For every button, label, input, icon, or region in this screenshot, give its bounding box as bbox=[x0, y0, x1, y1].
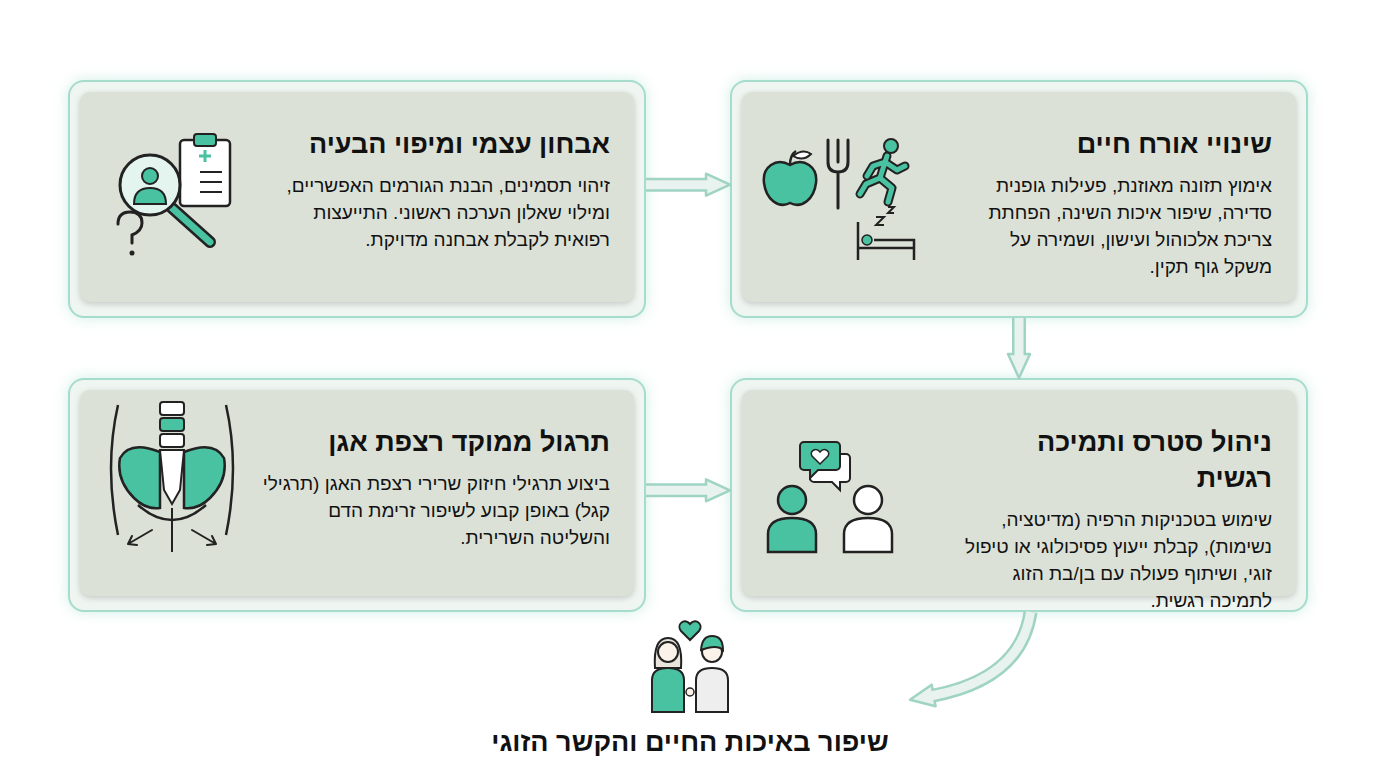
couple-icon-part bbox=[701, 636, 723, 650]
box-body: ביצוע תרגילי חיזוק שרירי רצפת האגן (תרגי… bbox=[260, 470, 610, 551]
support-icon-part bbox=[811, 450, 828, 464]
diagnosis-icon-part bbox=[130, 251, 135, 256]
lifestyle-icon-part bbox=[884, 139, 898, 153]
lifestyle-icon-part bbox=[876, 207, 894, 225]
couple-icon-part bbox=[679, 621, 700, 640]
lifestyle-icon-part bbox=[793, 151, 811, 158]
flow-arrow bbox=[910, 612, 1031, 706]
diagnosis-icon-part bbox=[172, 208, 210, 242]
support-icon-part bbox=[854, 486, 882, 514]
outcome-node: שיפור באיכות החיים והקשר הזוגי bbox=[470, 618, 910, 764]
pelvis-icon-part bbox=[160, 418, 184, 431]
diagnosis-icon-part bbox=[120, 155, 180, 215]
text-block: שיפור באיכות החיים והקשר הזוגי bbox=[470, 724, 910, 760]
flow-arrow bbox=[1008, 318, 1030, 378]
diagnosis-icon-part bbox=[142, 168, 158, 184]
text-block: שינויי אורח חיים אימוץ תזונה מאוזנת, פעיל… bbox=[962, 126, 1272, 280]
text-block: ניהול סטרס ותמיכה רגשית שימוש בטכניקות הר… bbox=[962, 424, 1272, 614]
box-fill bbox=[80, 92, 634, 302]
box-body: אימוץ תזונה מאוזנת, פעילות גופנית סדירה,… bbox=[962, 172, 1272, 280]
pelvis-icon bbox=[111, 402, 233, 552]
diagnosis-icon-part bbox=[118, 212, 142, 243]
pelvis-icon-part bbox=[111, 405, 233, 535]
pelvis-icon-part bbox=[138, 505, 206, 520]
lifestyle-icon-part bbox=[764, 162, 816, 205]
diagnosis-icon-part bbox=[134, 188, 166, 204]
couple-icon-part bbox=[652, 668, 684, 712]
arrow-head bbox=[910, 685, 936, 707]
couple-icon-part bbox=[696, 668, 728, 712]
pelvis-icon-part bbox=[119, 447, 160, 508]
pelvis-icon-part bbox=[160, 450, 184, 504]
diagnosis-icon-part bbox=[180, 140, 230, 206]
box-body: זיהוי תסמינים, הבנת הגורמים האפשריים, ומ… bbox=[265, 172, 610, 253]
arrow-head bbox=[706, 479, 730, 501]
pelvis-icon-part bbox=[160, 402, 184, 415]
arrow-shaft-outline bbox=[1012, 318, 1026, 357]
diagnosis-icon-part bbox=[200, 172, 222, 192]
support-icon-part bbox=[810, 454, 850, 490]
support-icon-part bbox=[768, 518, 816, 552]
lifestyle-icon bbox=[764, 139, 914, 260]
process-box: שינויי אורח חיים אימוץ תזונה מאוזנת, פעיל… bbox=[730, 80, 1308, 318]
box-title: שינויי אורח חיים bbox=[962, 126, 1272, 162]
lifestyle-icon-part bbox=[860, 156, 905, 202]
diagnosis-icon-part bbox=[199, 150, 211, 162]
text-block: תרגול ממוקד רצפת אגן ביצוע תרגילי חיזוק ש… bbox=[260, 424, 610, 551]
box-title: שיפור באיכות החיים והקשר הזוגי bbox=[470, 724, 910, 760]
support-icon-part bbox=[778, 486, 806, 514]
arrow-shaft-outline bbox=[646, 178, 709, 192]
couple-icon-part bbox=[686, 688, 694, 696]
pelvis-icon-part bbox=[128, 530, 216, 545]
flow-arrow bbox=[646, 479, 730, 501]
couple-icon bbox=[652, 621, 728, 712]
box-title: ניהול סטרס ותמיכה רגשית bbox=[962, 424, 1272, 496]
arrow-head bbox=[1008, 354, 1030, 378]
lifestyle-icon-part bbox=[828, 140, 848, 208]
box-body: שימוש בטכניקות הרפיה (מדיטציה, נשימות), … bbox=[962, 506, 1272, 614]
arrow-shaft bbox=[646, 180, 709, 189]
couple-icon-part bbox=[655, 638, 681, 668]
couple-icon-part bbox=[702, 642, 722, 662]
diagnosis-icon-part bbox=[194, 134, 216, 146]
lifestyle-icon-part bbox=[862, 235, 872, 245]
arrow-shaft bbox=[1015, 318, 1024, 357]
lifestyle-icon-part bbox=[858, 222, 914, 260]
flow-arrow bbox=[646, 174, 730, 196]
support-icon bbox=[768, 442, 892, 552]
lifestyle-icon-part bbox=[790, 151, 796, 165]
couple-icon-part bbox=[658, 642, 678, 662]
diagnosis-icon-part bbox=[172, 208, 210, 242]
arrow-shaft-outline bbox=[931, 612, 1031, 696]
support-icon-part bbox=[844, 518, 892, 552]
pelvis-icon-part bbox=[184, 447, 225, 508]
box-title: אבחון עצמי ומיפוי הבעיה bbox=[265, 126, 610, 162]
process-box: תרגול ממוקד רצפת אגן ביצוע תרגילי חיזוק ש… bbox=[68, 378, 646, 612]
process-box: אבחון עצמי ומיפוי הבעיה זיהוי תסמינים, הב… bbox=[68, 80, 646, 318]
support-icon-part bbox=[800, 442, 840, 478]
text-block: אבחון עצמי ומיפוי הבעיה זיהוי תסמינים, הב… bbox=[265, 126, 610, 253]
arrow-shaft-outline bbox=[646, 483, 709, 497]
arrow-shaft bbox=[931, 612, 1031, 696]
arrow-shaft bbox=[646, 486, 709, 495]
process-box: ניהול סטרס ותמיכה רגשית שימוש בטכניקות הר… bbox=[730, 378, 1308, 612]
arrow-head bbox=[706, 174, 730, 196]
lifestyle-icon-part bbox=[860, 156, 905, 202]
pelvis-icon-part bbox=[171, 508, 173, 552]
box-title: תרגול ממוקד רצפת אגן bbox=[260, 424, 610, 460]
diagnosis-icon bbox=[118, 134, 230, 256]
pelvis-icon-part bbox=[160, 434, 184, 447]
